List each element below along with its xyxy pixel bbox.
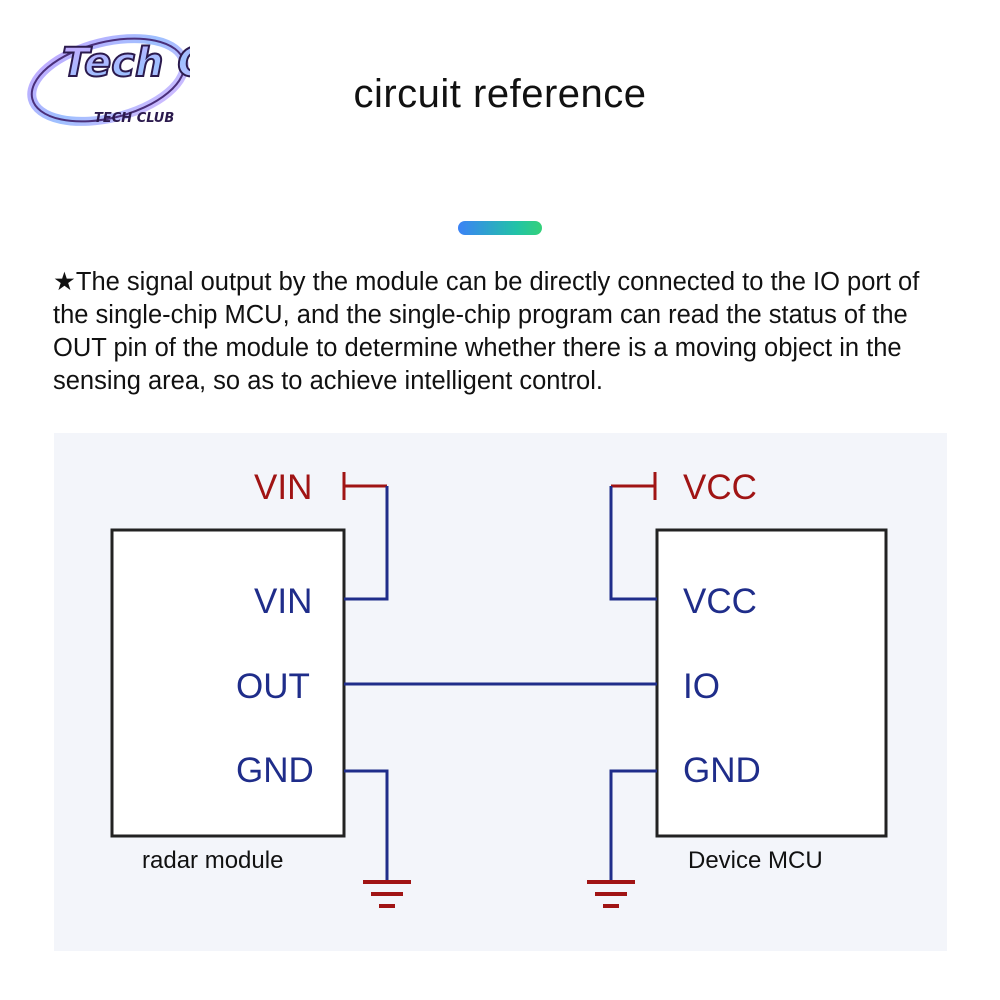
circuit-wiring bbox=[54, 433, 947, 951]
vcc-wire bbox=[609, 486, 657, 601]
radar-module-caption: radar module bbox=[142, 847, 284, 874]
left-ground-icon bbox=[363, 880, 411, 908]
star-icon: ★ bbox=[53, 268, 76, 296]
vcc-supply-label: VCC bbox=[683, 468, 757, 507]
mcu-pin-vcc: VCC bbox=[683, 582, 757, 621]
vin-supply-label: VIN bbox=[254, 468, 313, 507]
page-title: circuit reference bbox=[353, 72, 647, 116]
device-mcu-caption: Device MCU bbox=[688, 847, 823, 874]
description-text: ★The signal output by the module can be … bbox=[53, 266, 953, 398]
left-gnd-wire bbox=[344, 769, 389, 880]
description-body: The signal output by the module can be d… bbox=[53, 268, 920, 395]
radar-pin-gnd: GND bbox=[236, 751, 314, 790]
radar-module-box bbox=[110, 528, 346, 838]
logo-main-text: Tech Club bbox=[62, 40, 190, 86]
radar-pin-out: OUT bbox=[236, 667, 310, 706]
accent-divider bbox=[458, 221, 542, 235]
mcu-pin-gnd: GND bbox=[683, 751, 761, 790]
mcu-pin-io: IO bbox=[683, 667, 720, 706]
logo-sub-text: TECH CLUB bbox=[94, 111, 174, 126]
circuit-diagram: VIN VCC VIN OUT GND VCC IO GND radar mod… bbox=[54, 433, 947, 951]
right-gnd-wire bbox=[609, 769, 657, 880]
radar-pin-vin: VIN bbox=[254, 582, 313, 621]
vin-wire bbox=[344, 486, 389, 601]
tech-club-logo: Tech Club TECH CLUB bbox=[27, 34, 190, 126]
right-ground-icon bbox=[587, 880, 635, 908]
device-mcu-box bbox=[655, 528, 888, 838]
